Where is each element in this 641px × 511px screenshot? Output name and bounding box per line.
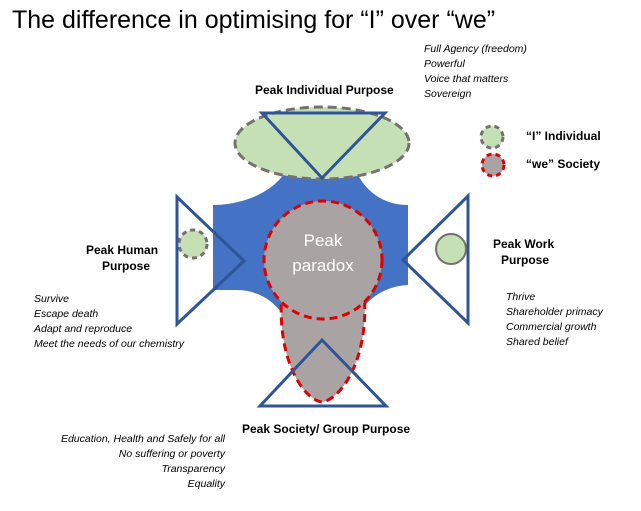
work-note: Thrive	[506, 291, 536, 303]
society-note: Transparency	[161, 463, 225, 475]
peak-human-label-line1: Peak Human	[86, 243, 159, 257]
legend-individual-label: “I” Individual	[526, 129, 601, 143]
individual-note: Voice that matters	[424, 73, 509, 85]
right-triangle	[400, 192, 470, 327]
work-note: Shareholder primacy	[506, 306, 603, 318]
peak-individual-label: Peak Individual Purpose	[255, 83, 394, 97]
peak-work-label: Peak Work Purpose	[493, 236, 554, 268]
individual-note: Full Agency (freedom)	[424, 43, 527, 55]
work-purpose-circle	[435, 233, 467, 265]
human-note: Survive	[34, 293, 70, 305]
bottom-triangle	[256, 337, 390, 408]
individual-note: Sovereign	[424, 88, 472, 100]
society-note: No suffering or poverty	[118, 448, 225, 460]
work-notes: Thrive Shareholder primacy Commercial gr…	[506, 290, 603, 350]
legend-society-label: “we” Society	[526, 157, 601, 171]
human-purpose-circle	[177, 228, 209, 260]
center-label-line2: paradox	[292, 256, 354, 275]
peak-paradox-circle	[262, 199, 384, 321]
society-teardrop-shape	[279, 290, 367, 404]
peak-work-label-line1: Peak Work	[493, 237, 555, 251]
peak-work-label-line2: Purpose	[501, 253, 550, 267]
human-note: Meet the needs of our chemistry	[34, 338, 184, 350]
individual-purpose-ellipse	[233, 105, 411, 181]
human-note: Adapt and reproduce	[34, 323, 133, 335]
legend-individual-marker	[479, 124, 505, 150]
peak-human-label-line2: Purpose	[102, 259, 151, 273]
center-label-line1: Peak	[304, 231, 343, 250]
top-triangle	[258, 111, 389, 181]
society-notes: Education, Health and Safely for all No …	[20, 432, 225, 492]
work-note: Commercial growth	[506, 321, 597, 333]
human-notes: Survive Escape death Adapt and reproduce…	[34, 292, 184, 352]
peak-human-label: Peak Human Purpose	[86, 242, 158, 274]
society-note: Equality	[187, 478, 225, 490]
society-note: Education, Health and Safely for all	[60, 433, 225, 445]
legend-society-marker	[480, 152, 506, 178]
diagram-title: The difference in optimising for “I” ove…	[12, 6, 496, 34]
work-note: Shared belief	[506, 336, 568, 348]
left-triangle	[175, 193, 247, 328]
individual-notes: Full Agency (freedom) Powerful Voice tha…	[424, 42, 527, 102]
human-note: Escape death	[34, 308, 99, 320]
individual-note: Powerful	[424, 58, 465, 70]
peak-society-label: Peak Society/ Group Purpose	[242, 422, 411, 436]
